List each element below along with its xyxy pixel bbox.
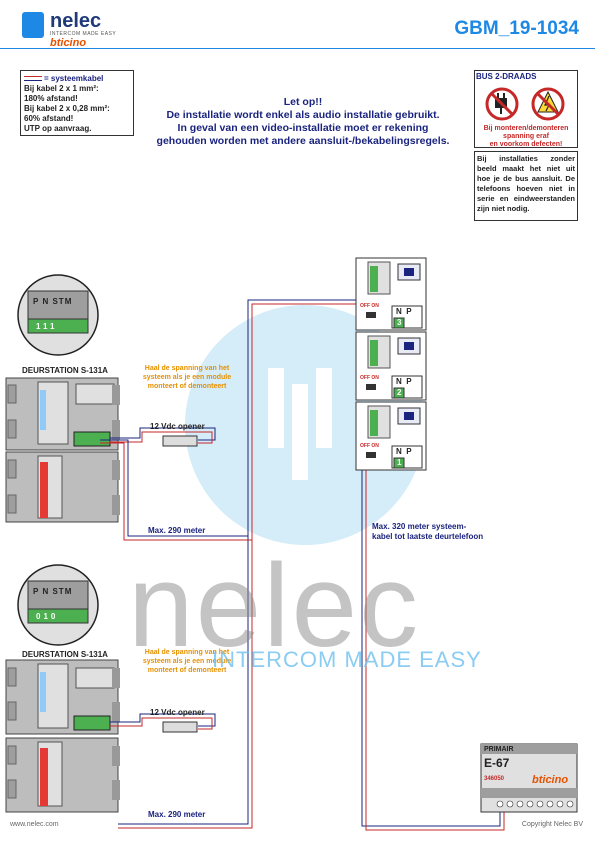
dip-value: 1 — [43, 612, 51, 621]
nelec-logo-icon — [22, 12, 44, 38]
legend-line: Bij kabel 2 x 0,28 mm²: — [24, 104, 110, 113]
no-voltage-icon — [531, 87, 565, 121]
hint-line: monteert of demonteert — [147, 383, 227, 390]
psu-brand: bticino — [532, 774, 569, 786]
terminal-label: N — [42, 297, 50, 306]
warning-line: De installatie wordt enkel als audio ins… — [166, 109, 440, 121]
legend-key: = systeemkabel — [44, 74, 104, 83]
warning-line: In geval van een video-installatie moet … — [177, 122, 429, 134]
switch-label-3: OFF ON — [360, 303, 379, 309]
hint-line: Haal de spanning van het — [144, 649, 230, 656]
opener-label-2: 12 Vdc opener — [150, 708, 205, 717]
switch-label-2: OFF ON — [360, 375, 379, 381]
terminal-block-1 — [73, 431, 111, 447]
psu-label: PRIMAIR — [484, 746, 514, 753]
bus-title: BUS 2-DRAADS — [476, 72, 537, 81]
bus-text-line: Bij monteren/demonteren — [483, 125, 569, 132]
hint-line: systeem als je een module — [142, 374, 232, 381]
power-hint-2: Haal de spanning van het systeem als je … — [124, 648, 250, 675]
terminal-label: S — [52, 297, 59, 306]
watermark-bar — [268, 368, 284, 448]
phone-id-1: 1 — [397, 458, 402, 467]
legend-line: 60% afstand! — [24, 114, 74, 123]
distance-line: Max. 320 meter systeem- — [372, 522, 467, 531]
terminal-block-2 — [73, 715, 111, 731]
watermark-bar — [316, 368, 332, 448]
legend-line: UTP op aanvraag. — [24, 124, 92, 133]
phone-id-3: 3 — [397, 318, 402, 327]
station-title-2: DEURSTATION S-131A — [22, 650, 108, 659]
distance-label-1: Max. 290 meter — [148, 526, 206, 535]
bus-warning-text: Bij monteren/demonteren spanning eraf en… — [474, 125, 578, 149]
psu-code: 346050 — [484, 776, 505, 782]
legend-line: 180% afstand! — [24, 94, 78, 103]
indoor-phone-3 — [355, 257, 427, 331]
logo-tagline: INTERCOM MADE EASY — [50, 31, 117, 37]
hint-line: Haal de spanning van het — [144, 365, 230, 372]
psu-model: E-67 — [484, 756, 510, 770]
terminal-label: T — [58, 587, 65, 596]
power-hint-1: Haal de spanning van het systeem als je … — [124, 364, 250, 391]
warning-line: gehouden worden met andere aansluit-/bek… — [156, 135, 450, 147]
opener-label-1: 12 Vdc opener — [150, 422, 205, 431]
switch-label-1: OFF ON — [360, 443, 379, 449]
brand-logo: bticino — [50, 37, 87, 49]
dip-value: 0 — [50, 612, 59, 621]
no-power-icons — [485, 87, 565, 121]
hint-line: systeem als je een module — [142, 658, 232, 665]
terminal-labels-1: P N STM — [33, 297, 72, 306]
power-supply-e67 — [480, 743, 578, 813]
station-title-1: DEURSTATION S-131A — [22, 366, 108, 375]
np-label: N P — [396, 307, 412, 316]
footer-url: www.nelec.com — [10, 821, 59, 828]
indoor-phone-1 — [355, 401, 427, 471]
np-label: N P — [396, 377, 412, 386]
distance-label-2: Max. 290 meter — [148, 810, 206, 819]
watermark-bar — [292, 384, 308, 480]
terminal-label: M — [64, 587, 73, 596]
bus-text-line: en voorkom defecten! — [489, 141, 563, 148]
hint-line: monteert of demonteert — [147, 667, 227, 674]
dip-values-2: 010 — [36, 612, 58, 621]
dip-value: 1 — [36, 322, 44, 331]
terminal-label: N — [42, 587, 50, 596]
system-cable-swatch-icon — [24, 76, 42, 82]
dip-values-1: 111 — [36, 322, 57, 331]
watermark-tagline: INTERCOM MADE EASY — [212, 647, 482, 672]
indoor-phone-2 — [355, 331, 427, 401]
warning-line: Let op!! — [283, 96, 323, 108]
terminal-labels-2: P N STM — [33, 587, 72, 596]
header-divider — [0, 48, 595, 49]
dip-value: 1 — [50, 322, 58, 331]
document-code: GBM_19-1034 — [454, 18, 579, 39]
wiring-note: Bij installaties zonder beeld maakt het … — [474, 151, 578, 221]
logo-name: nelec — [50, 10, 102, 32]
footer-copyright: Copyright Nelec BV — [521, 821, 583, 828]
terminal-label: S — [52, 587, 59, 596]
terminal-label: M — [64, 297, 73, 306]
terminal-label: P — [33, 297, 40, 306]
dip-value: 1 — [43, 322, 51, 331]
terminal-label: P — [33, 587, 40, 596]
cable-legend: = systeemkabel Bij kabel 2 x 1 mm²: 180%… — [20, 70, 134, 136]
installation-warning: Let op!! De installatie wordt enkel als … — [120, 96, 486, 148]
distance-line: kabel tot laatste deurtelefoon — [372, 532, 484, 541]
door-opener-2 — [162, 721, 198, 733]
no-plug-icon — [485, 87, 519, 121]
phone-id-2: 2 — [397, 388, 402, 397]
legend-line: Bij kabel 2 x 1 mm²: — [24, 84, 99, 93]
door-opener-1 — [162, 435, 198, 447]
phone-distance-label: Max. 320 meter systeem- kabel tot laatst… — [372, 522, 483, 542]
watermark-text: nelec — [128, 540, 421, 672]
bus-warning-box — [474, 70, 578, 148]
terminal-label: T — [58, 297, 65, 306]
np-label: N P — [396, 447, 412, 456]
dip-value: 0 — [36, 612, 44, 621]
bus-text-line: spanning eraf — [503, 133, 549, 140]
